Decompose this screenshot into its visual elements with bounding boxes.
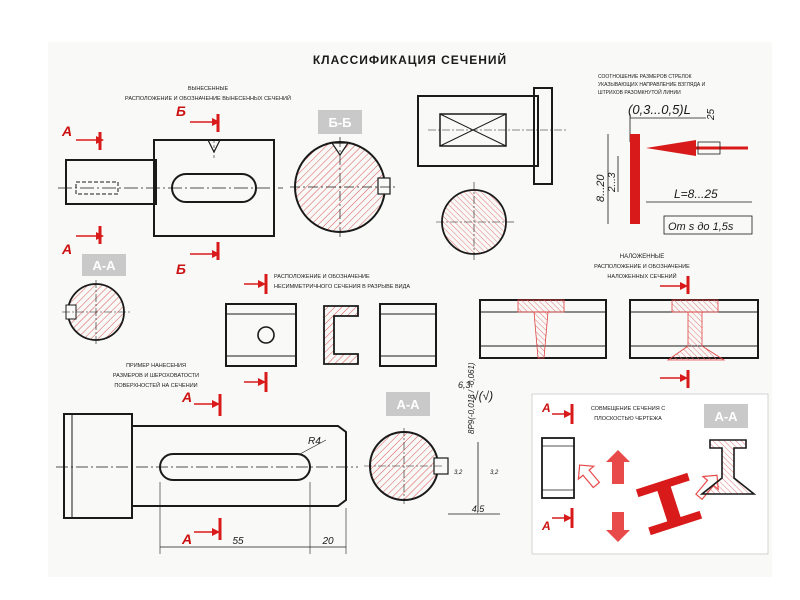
svg-text:√(√): √(√): [472, 389, 493, 403]
badge-aa-left-text: А-А: [92, 258, 116, 273]
svg-text:2...3: 2...3: [607, 172, 618, 193]
badge-bb-text: Б-Б: [328, 115, 351, 130]
rotated-i-beam: [635, 472, 703, 536]
overlay-sections-group: НАЛОЖЕННЫЕ РАСПОЛОЖЕНИЕ И ОБОЗНАЧЕНИЕ НА…: [479, 254, 759, 388]
svg-text:8...20: 8...20: [595, 174, 607, 202]
svg-text:20: 20: [321, 536, 334, 547]
svg-text:4,5: 4,5: [472, 504, 486, 514]
svg-text:А: А: [181, 531, 192, 547]
block-view-group: [417, 87, 566, 262]
combined-section-group: СОВМЕЩЕНИЕ СЕЧЕНИЯ С ПЛОСКОСТЬЮ ЧЕРТЕЖА …: [531, 393, 769, 555]
hidden-bore: [75, 181, 119, 195]
example-note-1: ПРИМЕР НАНЕСЕНИЯ: [126, 363, 186, 369]
combined-note-2: ПЛОСКОСТЬЮ ЧЕРТЕЖА: [594, 416, 662, 422]
technical-drawing: КЛАССИФИКАЦИЯ СЕЧЕНИЙ ВЫНЕСЕННЫЕ РАСПОЛО…: [56, 52, 769, 555]
badge-aa-middle-text: А-А: [396, 397, 420, 412]
badge-aa-right: [704, 404, 748, 428]
label-a-top: А: [61, 123, 72, 139]
svg-text:А: А: [541, 519, 551, 533]
dimension-example-group: ПРИМЕР НАНЕСЕНИЯ РАЗМЕРОВ И ШЕРОХОВАТОСТ…: [56, 362, 500, 554]
example-note-2: РАЗМЕРОВ И ШЕРОХОВАТОСТИ: [113, 373, 199, 379]
asym-note-1: РАСПОЛОЖЕНИЕ И ОБОЗНАЧЕНИЕ: [274, 274, 370, 280]
poster-title: КЛАССИФИКАЦИЯ СЕЧЕНИЙ: [313, 52, 507, 67]
label-a-bottom: А: [61, 241, 72, 257]
svg-text:25: 25: [706, 108, 717, 121]
label-b-top: Б: [176, 103, 186, 119]
dim-s: Om s до 1,5s: [668, 221, 734, 233]
overlay-note-1: РАСПОЛОЖЕНИЕ И ОБОЗНАЧЕНИЕ: [594, 264, 690, 270]
removed-subheading: РАСПОЛОЖЕНИЕ И ОБОЗНАЧЕНИЕ ВЫНЕСЕННЫХ СЕ…: [125, 94, 291, 102]
badge-aa-left: [82, 254, 126, 276]
overlay-heading: НАЛОЖЕННЫЕ: [620, 254, 664, 260]
removed-heading: ВЫНЕСЕННЫЕ: [188, 86, 229, 92]
asymmetric-section-group: РАСПОЛОЖЕНИЕ И ОБОЗНАЧЕНИЕ НЕСИММЕТРИЧНО…: [225, 274, 437, 392]
badge-aa-right-text: А-А: [714, 409, 738, 424]
ratio-note-3: ШТРИХОВ РАЗОМКНУТОЙ ЛИНИИ: [598, 88, 681, 96]
dim-L: L=8...25: [674, 187, 718, 201]
overlay-t-section: [533, 311, 549, 359]
overlay-i-section: [666, 311, 726, 361]
label-b-bottom: Б: [176, 261, 186, 277]
shaft-body: [132, 425, 347, 507]
combined-note-1: СОВМЕЩЕНИЕ СЕЧЕНИЯ С: [591, 406, 665, 412]
overlay-note-2: НАЛОЖЕННЫХ СЕЧЕНИЙ: [607, 272, 676, 280]
dim-fit: 8P9(-0,018 / -0,061): [467, 362, 476, 434]
example-note-3: ПОВЕРХНОСТЕЙ НА СЕЧЕНИИ: [114, 381, 197, 389]
channel-section: [323, 305, 359, 365]
svg-text:3,2: 3,2: [454, 470, 463, 476]
removed-sections-group: ВЫНЕСЕННЫЕ РАСПОЛОЖЕНИЕ И ОБОЗНАЧЕНИЕ ВЫ…: [58, 86, 398, 344]
badge-aa-middle: [386, 392, 430, 416]
svg-text:3,2: 3,2: [490, 470, 499, 476]
key-slot: [171, 173, 257, 203]
badge-bb: [318, 110, 362, 134]
dim-r4: R4: [308, 436, 321, 447]
thick-stroke: [630, 134, 640, 224]
i-beam-section: [699, 439, 757, 495]
svg-text:55: 55: [232, 536, 244, 547]
shaft-head: [63, 413, 133, 519]
dim-ratio: (0,3...0,5)L: [628, 102, 691, 117]
ratio-note-1: СООТНОШЕНИЕ РАЗМЕРОВ СТРЕЛОК: [598, 74, 692, 80]
svg-text:6,3: 6,3: [458, 380, 471, 390]
block-outline: [417, 95, 539, 167]
arrow-ratio-group: СООТНОШЕНИЕ РАЗМЕРОВ СТРЕЛОК УКАЗЫВАЮЩИХ…: [595, 74, 753, 235]
ratio-note-2: УКАЗЫВАЮЩИХ НАПРАВЛЕНИЕ ВЗГЛЯДА И: [598, 82, 706, 88]
poster-sheet: КЛАССИФИКАЦИЯ СЕЧЕНИЙ ВЫНЕСЕННЫЕ РАСПОЛО…: [48, 42, 772, 577]
shaft-left-body: [65, 159, 157, 205]
svg-text:А: А: [181, 389, 192, 405]
asym-note-2: НЕСИММЕТРИЧНОГО СЕЧЕНИЯ В РАЗРЫВЕ ВИДА: [274, 284, 410, 290]
view-arrow: [646, 140, 696, 156]
svg-text:А: А: [541, 401, 551, 415]
